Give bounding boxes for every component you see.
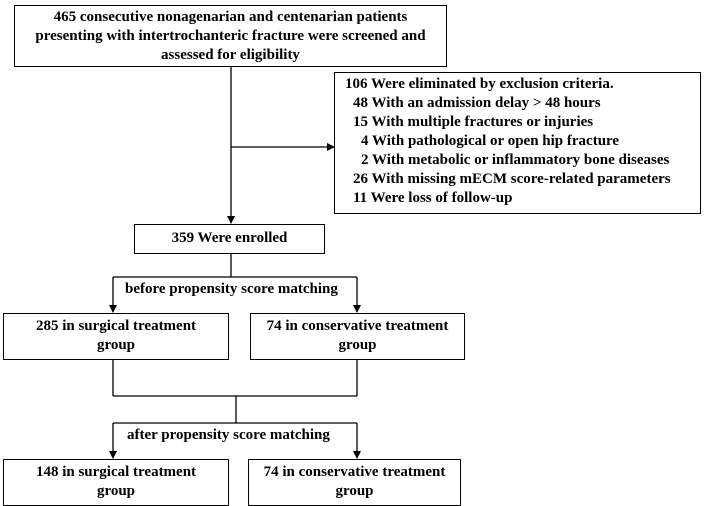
exclusion-item: 15 With multiple fractures or injuries	[353, 114, 594, 130]
screening-line-3: assessed for eligibility	[161, 47, 300, 63]
after-surgical-group-box: 148 in surgical treatment group	[3, 459, 229, 506]
before-psm-label: before propensity score matching	[121, 280, 342, 299]
after-psm-label: after propensity score matching	[123, 426, 334, 445]
after-conservative-line-2: group	[335, 483, 374, 499]
exclusion-item: 26 With missing mECM score-related param…	[353, 171, 671, 187]
before-surgical-line-2: group	[96, 337, 136, 353]
exclusion-item: 48 With an admission delay > 48 hours	[353, 95, 601, 111]
exclusion-title: 106 Were eliminated by exclusion criteri…	[345, 76, 614, 92]
enrolled-box: 359 Were enrolled	[134, 224, 325, 254]
after-surgical-line-2: group	[96, 483, 136, 499]
after-conservative-line-1: 74 in conservative treatment	[263, 464, 446, 480]
screening-box: 465 consecutive nonagenarian and centena…	[14, 5, 447, 67]
exclusion-box: 106 Were eliminated by exclusion criteri…	[334, 72, 701, 214]
enrolled-text: 359 Were enrolled	[171, 230, 288, 246]
before-conservative-line-1: 74 in conservative treatment	[266, 318, 449, 334]
screening-line-2: presenting with intertrochanteric fractu…	[35, 28, 426, 44]
after-conservative-group-box: 74 in conservative treatment group	[248, 459, 461, 506]
exclusion-item: 2 With metabolic or inflammatory bone di…	[361, 152, 670, 168]
exclusion-item: 11 Were loss of follow-up	[353, 190, 513, 206]
before-surgical-line-1: 285 in surgical treatment	[35, 318, 197, 334]
before-conservative-group-box: 74 in conservative treatment group	[250, 313, 465, 360]
before-surgical-group-box: 285 in surgical treatment group	[3, 313, 229, 360]
after-surgical-line-1: 148 in surgical treatment	[35, 464, 197, 480]
screening-line-1: 465 consecutive nonagenarian and centena…	[53, 9, 408, 25]
before-conservative-line-2: group	[338, 337, 377, 353]
exclusion-item: 4 With pathological or open hip fracture	[361, 133, 620, 149]
